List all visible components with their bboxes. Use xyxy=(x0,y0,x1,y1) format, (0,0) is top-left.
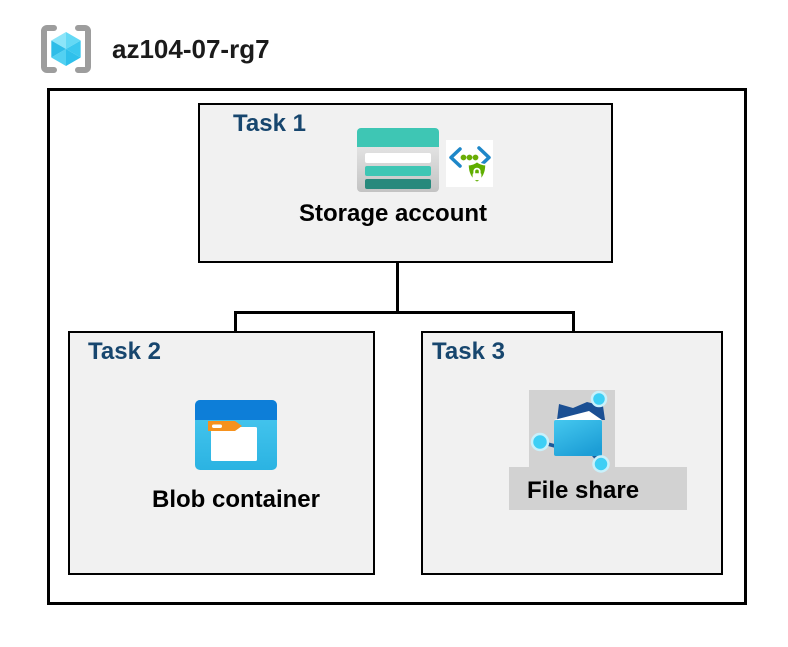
connector-storage-down xyxy=(396,233,399,313)
blob-container-icon xyxy=(195,400,277,470)
file-share-icon xyxy=(529,390,615,473)
blob-container-caption: Blob container xyxy=(151,486,320,513)
resource-group-title: az104-07-rg7 xyxy=(112,34,270,64)
task3-label: Task 3 xyxy=(432,338,505,365)
connector-horizontal xyxy=(234,311,575,314)
file-share-caption-highlight xyxy=(509,467,687,510)
storage-account-caption: Storage account xyxy=(298,200,488,227)
storage-account-icon xyxy=(357,128,439,192)
resource-group-icon xyxy=(36,23,96,75)
file-share-caption: File share xyxy=(527,477,640,504)
task2-label: Task 2 xyxy=(88,338,161,365)
secure-api-icon xyxy=(446,140,493,187)
task1-label: Task 1 xyxy=(233,110,306,137)
